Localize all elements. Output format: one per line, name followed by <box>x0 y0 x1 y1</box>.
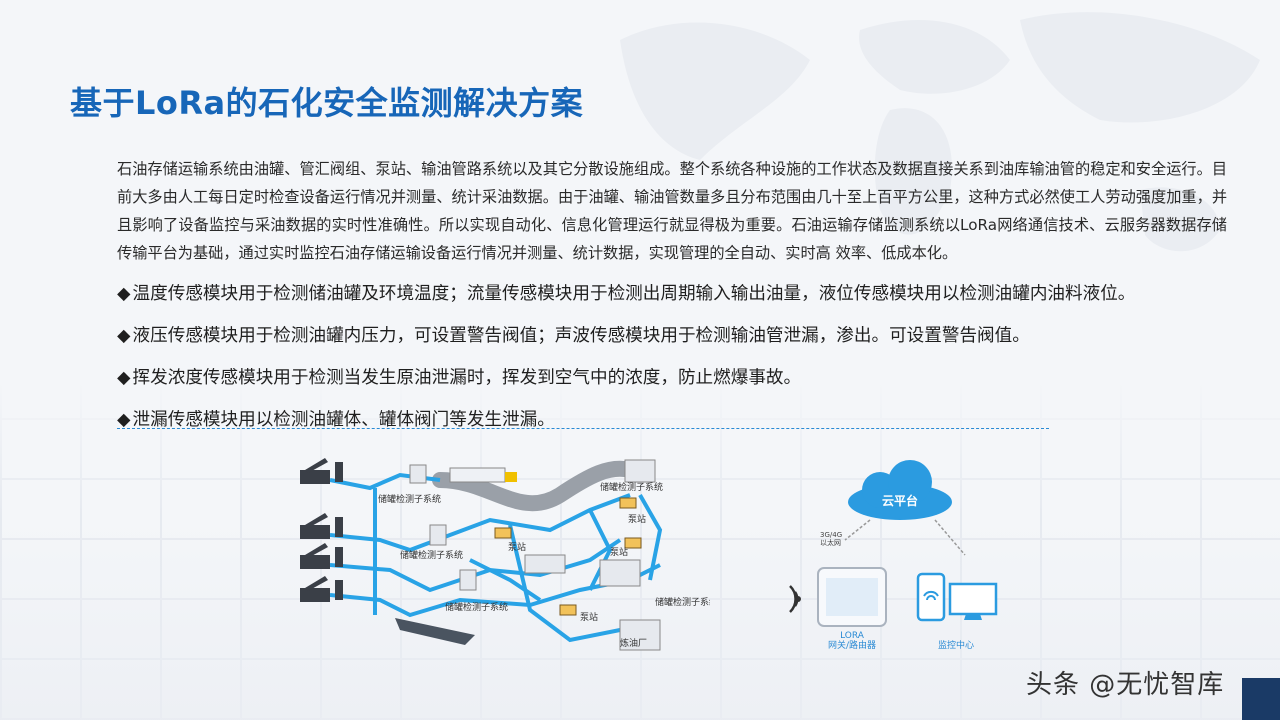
diagram-label: 泵站 <box>610 546 628 558</box>
diagram-label: 泵站 <box>628 513 646 525</box>
tank-icon <box>599 559 641 587</box>
dashed-divider <box>117 428 1049 429</box>
diamond-bullet-icon: ◆ <box>117 410 131 430</box>
oil-tanker-ship-icon <box>395 618 475 645</box>
gateway-subtitle: 网关/路由器 <box>828 639 876 651</box>
pump-jack-icon <box>300 458 343 484</box>
monitor-icon <box>948 582 998 616</box>
sensor-icon <box>429 524 447 546</box>
tank-icon <box>624 459 656 483</box>
pump-station-icon <box>494 527 512 539</box>
bullet-text: 液压传感模块用于检测油罐内压力，可设置警告阀值；声波传感模块用于检测输油管泄漏，… <box>132 326 1030 346</box>
refinery-icon <box>619 619 661 651</box>
diagram-label: 储罐检测子系统 <box>378 493 441 505</box>
network-label: 以太网 <box>820 538 841 547</box>
world-map-watermark <box>620 12 1260 252</box>
intro-paragraph: 石油存储运输系统由油罐、管汇阀组、泵站、输油管路系统以及其它分散设施组成。整个系… <box>117 160 1227 262</box>
bullet-text: 温度传感模块用于检测储油罐及环境温度；流量传感模块用于检测出周期输入输出油量，液… <box>132 284 1136 304</box>
pump-station-icon <box>624 537 642 549</box>
diagram-label: 储罐检测子系统 <box>400 549 463 561</box>
network-label: 3G/4G <box>820 531 842 539</box>
corner-block <box>1242 678 1280 720</box>
gateway-device-icon <box>524 554 566 574</box>
pump-stations <box>494 497 642 616</box>
gateway-name: LORA <box>840 631 865 641</box>
pipeline-diagram: 储罐检测子系统 储罐检测子系统 储罐检测子系统 储罐检测子系统 储罐检测子系统 … <box>300 458 710 651</box>
tanker-truck-icon <box>449 467 517 483</box>
diamond-bullet-icon: ◆ <box>117 368 131 388</box>
link-cloud-monitor <box>934 519 966 556</box>
watermark-text: 头条 @无忧智库 <box>1026 670 1225 700</box>
bullet-text: 泄漏传感模块用以检测油罐体、罐体阀门等发生泄漏。 <box>132 410 555 430</box>
diamond-bullet-icon: ◆ <box>117 326 131 346</box>
link-cloud-gateway <box>844 519 871 541</box>
diamond-bullet-icon: ◆ <box>117 284 131 304</box>
pump-jack-icon <box>300 576 343 602</box>
network-topology: 云平台 3G/4G 以太网 LORA 网关/路由器 监控中心 <box>789 460 998 651</box>
bullet-item: ◆液压传感模块用于检测油罐内压力，可设置警告阀值；声波传感模块用于检测输油管泄漏… <box>117 322 1217 364</box>
diagram-label: 储罐检测子系统 <box>655 596 710 608</box>
bullet-text: 挥发浓度传感模块用于检测当发生原油泄漏时，挥发到空气中的浓度，防止燃爆事故。 <box>132 368 802 388</box>
monitor-center-label: 监控中心 <box>938 639 974 651</box>
gateway-panel <box>826 578 878 616</box>
page-title: 基于LoRa的石化安全监测解决方案 <box>70 84 584 122</box>
diagram-label: 储罐检测子系统 <box>445 601 508 613</box>
pump-station-icon <box>619 497 637 509</box>
pump-station-icon <box>559 604 577 616</box>
bullet-item: ◆挥发浓度传感模块用于检测当发生原油泄漏时，挥发到空气中的浓度，防止燃爆事故。 <box>117 364 1217 406</box>
pump-jacks <box>300 458 343 602</box>
bullet-item: ◆泄漏传感模块用以检测油罐体、罐体阀门等发生泄漏。 <box>117 406 1217 448</box>
signal-dot <box>795 596 801 602</box>
diagram-label: 炼油厂 <box>620 637 647 649</box>
wifi-icon <box>923 590 939 601</box>
sensor-devices <box>409 459 661 651</box>
diagram-label: 泵站 <box>580 611 598 623</box>
cloud-icon <box>848 460 952 520</box>
monitor-stand <box>964 614 982 620</box>
pipe-network <box>329 472 663 643</box>
road <box>432 460 638 512</box>
sensor-icon <box>459 569 477 591</box>
cloud-label: 云平台 <box>882 493 918 508</box>
bullet-list: ◆温度传感模块用于检测储油罐及环境温度；流量传感模块用于检测出周期输入输出油量，… <box>117 280 1217 448</box>
sensor-icon <box>409 464 427 484</box>
diagram-label: 储罐检测子系统 <box>600 481 663 493</box>
bullet-item: ◆温度传感模块用于检测储油罐及环境温度；流量传感模块用于检测出周期输入输出油量，… <box>117 280 1217 322</box>
background-grid <box>0 380 1280 720</box>
pump-jack-icon <box>300 513 343 539</box>
pump-jack-icon <box>300 543 343 569</box>
diagram-label: 泵站 <box>508 541 526 553</box>
